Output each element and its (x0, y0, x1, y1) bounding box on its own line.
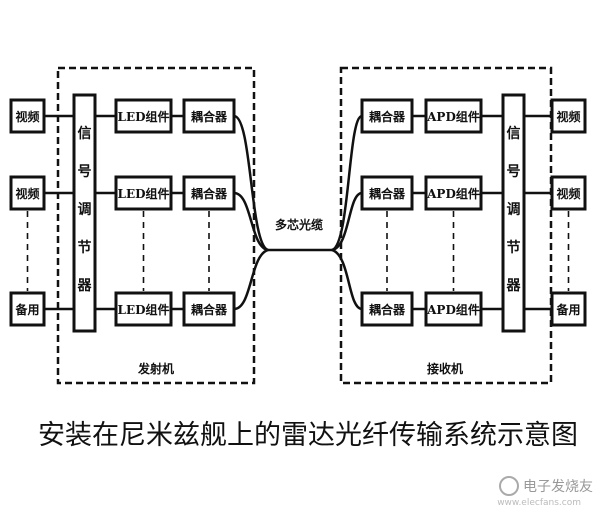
transmitter-signal-conditioner: 信 号 调 节 器 (72, 93, 97, 333)
transmitter-input-0: 视频 (9, 98, 46, 134)
svg-text:耦合器: 耦合器 (191, 109, 228, 124)
svg-text:耦合器: 耦合器 (191, 302, 228, 317)
transmitter-coupler-1: 耦合器 (182, 175, 236, 211)
svg-text:APD组件: APD组件 (426, 109, 480, 124)
fiber-line (331, 248, 363, 311)
receiver-frame (339, 66, 553, 385)
led-module-1: LED组件 (114, 175, 173, 211)
conditioner-char: 调 (78, 202, 92, 218)
apd-module-0: APD组件 (424, 98, 483, 134)
svg-text:LED组件: LED组件 (118, 186, 170, 201)
transmitter-label: 发射机 (137, 361, 174, 376)
receiver-output-2: 备用 (550, 291, 587, 327)
svg-text:LED组件: LED组件 (118, 302, 170, 317)
figure-caption: 安装在尼米兹舰上的雷达光纤传输系统示意图 (38, 420, 578, 451)
fiber-line (331, 191, 363, 252)
receiver-output-0: 视频 (550, 98, 587, 134)
apd-module-1: APD组件 (424, 175, 483, 211)
svg-text:视频: 视频 (556, 186, 580, 201)
fiber-line (233, 248, 269, 311)
conditioner-char: 器 (506, 278, 522, 294)
conditioner-char: 调 (507, 202, 521, 218)
svg-text:备用: 备用 (14, 302, 39, 317)
apd-module-2: APD组件 (424, 291, 483, 327)
conditioner-char: 节 (507, 239, 521, 256)
transmitter-coupler-2: 耦合器 (182, 291, 236, 327)
receiver-coupler-2: 耦合器 (360, 291, 414, 327)
conditioner-char: 信 (507, 125, 521, 142)
svg-text:耦合器: 耦合器 (369, 302, 406, 317)
cable-label: 多芯光缆 (275, 217, 323, 232)
transmitter-frame (56, 66, 256, 385)
watermark-logo-icon (499, 476, 519, 496)
receiver-signal-conditioner: 信 号 调 节 器 (501, 93, 526, 333)
fiber-line (233, 114, 269, 252)
led-module-0: LED组件 (114, 98, 173, 134)
svg-text:耦合器: 耦合器 (369, 186, 406, 201)
conditioner-char: 号 (507, 164, 521, 180)
svg-text:LED组件: LED组件 (118, 109, 170, 124)
svg-text:APD组件: APD组件 (426, 186, 480, 201)
receiver-label: 接收机 (427, 361, 463, 376)
svg-text:视频: 视频 (556, 109, 580, 124)
receiver-coupler-1: 耦合器 (360, 175, 414, 211)
transmitter-input-2: 备用 (9, 291, 46, 327)
watermark-url: www.elecfans.com (497, 498, 581, 508)
conditioner-char: 信 (78, 125, 92, 142)
receiver-output-1: 视频 (550, 175, 587, 211)
fiber-system-diagram: 视频 视频 备用 信 号 调 节 器 LED组件 LED组件 LED组件 (9, 66, 587, 385)
receiver-coupler-0: 耦合器 (360, 98, 414, 134)
fiber-line (331, 114, 363, 252)
svg-text:耦合器: 耦合器 (369, 109, 406, 124)
conditioner-char: 节 (78, 239, 92, 256)
conditioner-char: 号 (78, 164, 92, 180)
svg-text:备用: 备用 (555, 302, 580, 317)
watermark: 电子发烧友 www.elecfans.com (497, 476, 593, 508)
svg-text:视频: 视频 (15, 109, 39, 124)
watermark-text: 电子发烧友 (523, 479, 593, 495)
svg-text:耦合器: 耦合器 (191, 186, 228, 201)
transmitter-coupler-0: 耦合器 (182, 98, 236, 134)
fiber-line (233, 191, 269, 252)
transmitter-input-1: 视频 (9, 175, 46, 211)
led-module-2: LED组件 (114, 291, 173, 327)
conditioner-char: 器 (77, 278, 93, 294)
svg-text:APD组件: APD组件 (426, 302, 480, 317)
svg-text:视频: 视频 (15, 186, 39, 201)
